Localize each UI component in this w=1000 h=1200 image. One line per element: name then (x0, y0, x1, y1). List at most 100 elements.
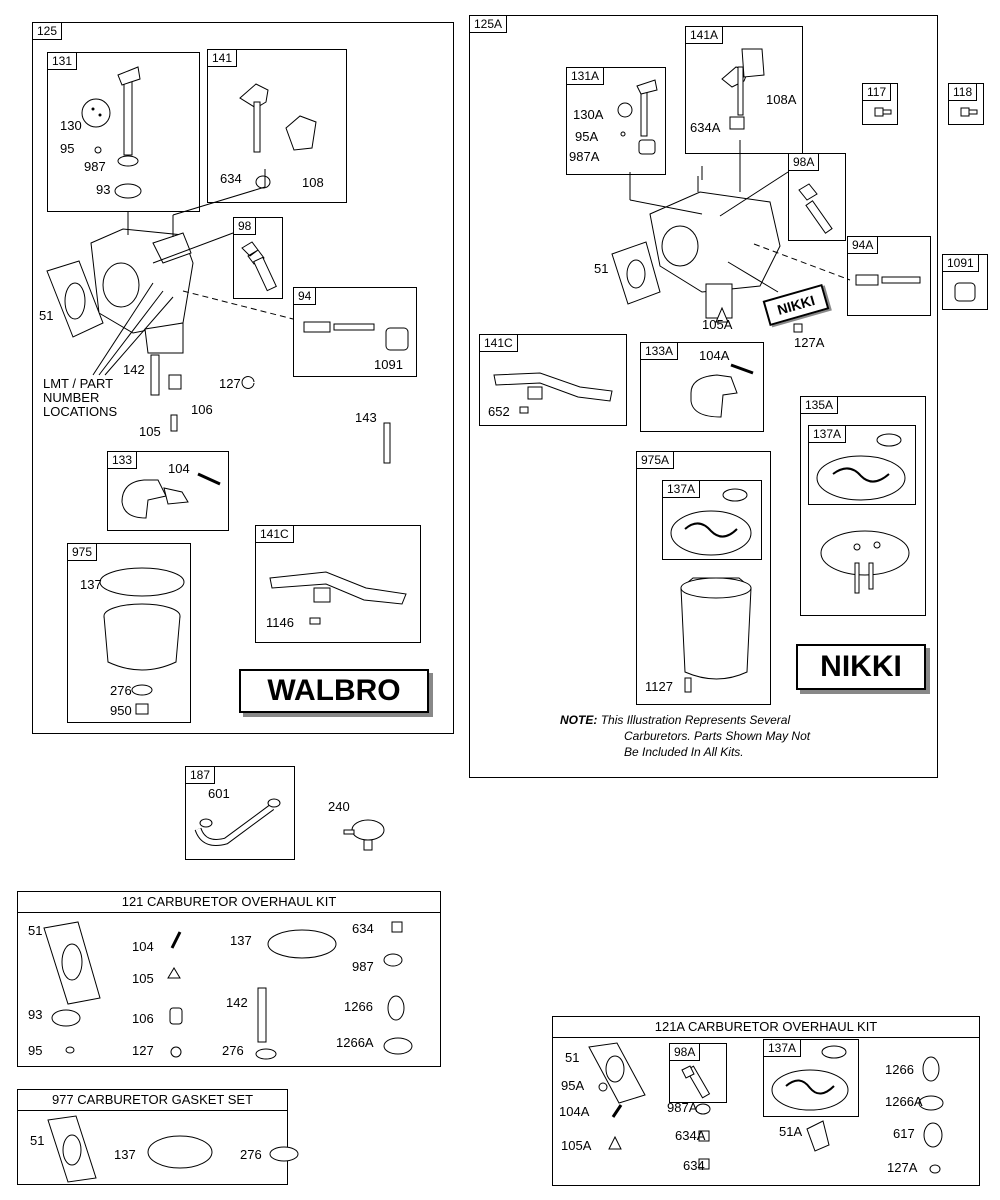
box-117: 117 (862, 83, 898, 125)
kit121-label-276: 276 (222, 1043, 244, 1058)
kit-121-panel: 121 CARBURETOR OVERHAUL KIT 51 104 137 6… (17, 891, 441, 1067)
box-141c-walbro-tag: 141C (255, 525, 294, 543)
label-1091: 1091 (374, 357, 403, 372)
label-950: 950 (110, 703, 132, 718)
label-51: 51 (39, 308, 54, 323)
note-lead: NOTE: (560, 713, 598, 727)
kit-977-title: 977 CARBURETOR GASKET SET (18, 1090, 287, 1111)
walbro-panel: 125 131 130 95 987 93 141 634 108 98 (32, 22, 454, 734)
kit121a-label-51a: 51A (779, 1124, 803, 1139)
kit-977-parts-drawing (47, 1115, 299, 1183)
box-94a: 94A (847, 236, 931, 316)
bowl-gasket-drawing (670, 488, 752, 556)
screw-118-icon (960, 107, 978, 117)
kit-121a-box-98a: 98A (669, 1043, 727, 1103)
box-1091-side: 1091 (942, 254, 988, 310)
label-108a: 108A (766, 92, 797, 107)
box-137a-in-135a-tag: 137A (808, 425, 847, 443)
box-131-tag: 131 (47, 52, 78, 70)
kit-121a-idle-screw-drawing (681, 1065, 711, 1099)
kit121-label-1266: 1266 (344, 999, 373, 1014)
kit121-label-127: 127 (132, 1043, 154, 1058)
kit121a-label-127a: 127A (887, 1160, 918, 1175)
box-94-tag: 94 (293, 287, 317, 305)
kit-121a-gasket-drawing (771, 1045, 849, 1111)
note-line-2: Carburetors. Parts Shown May Not (624, 729, 811, 743)
label-105a: 105A (702, 317, 733, 332)
nikki-carburetor-body (611, 140, 851, 333)
box-98a-tag: 98A (788, 153, 820, 171)
box-141a: 141A 108A 634A (685, 26, 803, 154)
box-133a-tag: 133A (640, 342, 679, 360)
kit121-label-137: 137 (230, 933, 252, 948)
nikki-governor-link-drawing (493, 372, 613, 414)
nikki-throttle-shaft-drawing (617, 79, 658, 155)
box-975a: 975A 137A 1127 (636, 451, 771, 705)
label-987a: 987A (569, 149, 600, 164)
label-127a: 127A (794, 335, 825, 350)
kit-121a-panel: 121A CARBURETOR OVERHAUL KIT 98A 137A 51… (552, 1016, 980, 1186)
walbro-panel-tag: 125 (32, 22, 63, 40)
label-1127: 1127 (645, 679, 673, 694)
box-118: 118 (948, 83, 984, 125)
float-bowl-drawing (99, 567, 185, 715)
kit121a-label-987a: 987A (667, 1100, 698, 1115)
kit121a-label-95a: 95A (561, 1078, 585, 1093)
kit-977-panel: 977 CARBURETOR GASKET SET 51 137 276 (17, 1089, 299, 1185)
box-141c-nikki: 141C 652 (479, 334, 627, 426)
box-118-tag: 118 (948, 83, 978, 101)
label-104a: 104A (699, 348, 730, 363)
kit121a-label-1266a: 1266A (885, 1094, 923, 1109)
box-141-tag: 141 (207, 49, 238, 67)
kit121a-label-105a: 105A (561, 1138, 592, 1153)
label-634: 634 (220, 171, 242, 186)
kit121a-label-1266: 1266 (885, 1062, 914, 1077)
diaphragm-gasket-drawing (816, 433, 906, 501)
kit977-label-276: 276 (240, 1147, 262, 1162)
nikki-float-bowl-drawing (680, 577, 752, 693)
walbro-brand-plate: WALBRO (239, 669, 429, 713)
label-93: 93 (96, 182, 111, 197)
box-141: 141 634 108 (207, 49, 347, 203)
label-105: 105 (139, 424, 161, 439)
label-106: 106 (191, 402, 213, 417)
label-143: 143 (355, 410, 377, 425)
kit-121a-box-137a: 137A (763, 1039, 859, 1117)
kit121-label-1266a: 1266A (336, 1035, 374, 1050)
box-975a-tag: 975A (636, 451, 675, 469)
kit121-label-142: 142 (226, 995, 248, 1010)
governor-link-drawing (269, 571, 407, 625)
box-141a-tag: 141A (685, 26, 724, 44)
box-187: 187 601 (185, 766, 295, 860)
box-133: 133 104 (107, 451, 229, 531)
label-127: 127 (219, 376, 241, 391)
kit977-label-51: 51 (30, 1133, 45, 1148)
label-130a: 130A (573, 107, 604, 122)
label-601: 601 (208, 786, 230, 801)
label-1146: 1146 (266, 615, 294, 630)
fuel-pump-plate-drawing (820, 530, 910, 594)
kit121-label-987: 987 (352, 959, 374, 974)
kit977-label-137: 137 (114, 1147, 136, 1162)
box-98-tag: 98 (233, 217, 257, 235)
kit121-label-634: 634 (352, 921, 374, 936)
fuel-filter-240-drawing (343, 819, 385, 851)
kit-121-parts-drawing (43, 921, 413, 1060)
box-137a-in-975a: 137A (662, 480, 762, 560)
kit121-label-104: 104 (132, 939, 154, 954)
nikki-idle-screw-drawing (798, 183, 833, 234)
kit121-label-106: 106 (132, 1011, 154, 1026)
box-98a: 98A (788, 153, 846, 241)
box-141c-walbro: 141C 1146 (255, 525, 421, 643)
label-137: 137 (80, 577, 102, 592)
kit-121-title: 121 CARBURETOR OVERHAUL KIT (18, 892, 440, 913)
box-131a: 131A 130A 95A 987A (566, 67, 666, 175)
label-95a: 95A (575, 129, 599, 144)
lmt-part-number-label: LMT / PART NUMBER LOCATIONS (43, 376, 118, 419)
label-51-nikki: 51 (594, 261, 609, 276)
nikki-main-jet-drawing (855, 274, 921, 286)
label-987: 987 (84, 159, 106, 174)
kit121a-label-634a: 634A (675, 1128, 706, 1143)
box-133a: 133A 104A (640, 342, 764, 432)
box-117-tag: 117 (862, 83, 892, 101)
